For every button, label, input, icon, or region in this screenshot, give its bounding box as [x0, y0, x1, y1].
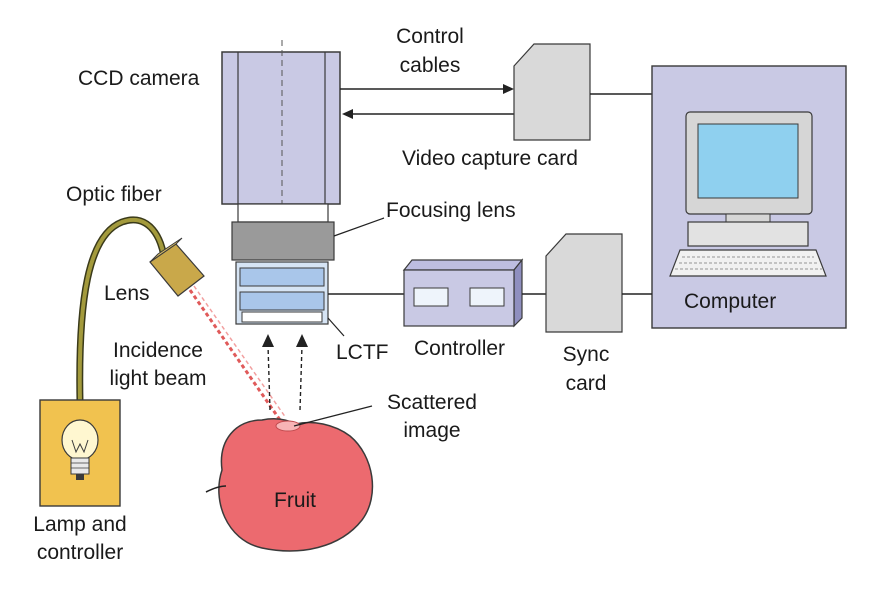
video-capture-card — [513, 43, 652, 141]
fruit-shape — [205, 405, 374, 552]
label-fruit: Fruit — [274, 489, 316, 512]
label-lens: Lens — [104, 282, 150, 305]
label-incidence-line2: light beam — [109, 367, 207, 390]
label-controller: Controller — [414, 337, 506, 360]
label-scattered-line1: Scattered — [387, 391, 477, 414]
fiber-lens — [149, 237, 205, 297]
lctf-leader — [327, 317, 345, 337]
label-incidence-line1: Incidence — [113, 339, 203, 362]
label-scattered-line2: image — [403, 419, 461, 442]
lctf-filter — [235, 261, 329, 325]
label-control-cables-line2: cables — [399, 54, 461, 77]
optic-fiber — [76, 216, 168, 406]
sync-card — [545, 233, 652, 333]
label-lctf: LCTF — [336, 341, 389, 364]
label-control-cables-line1: Control — [396, 25, 464, 48]
camera-neck — [237, 203, 329, 223]
focusing-lens — [231, 221, 335, 261]
incidence-beam — [188, 285, 287, 421]
label-lamp-line1: Lamp and — [33, 513, 127, 536]
label-ccd-camera: CCD camera — [78, 67, 200, 90]
lamp-box — [39, 399, 121, 507]
controller-box — [328, 258, 546, 328]
focusing-lens-leader — [333, 217, 385, 237]
label-lamp-line2: controller — [36, 541, 124, 564]
label-sync-card-line1: Sync — [562, 343, 610, 366]
ccd-camera — [221, 40, 341, 235]
label-video-capture-card: Video capture card — [402, 147, 578, 170]
computer — [651, 65, 847, 329]
scattered-rays — [262, 334, 308, 411]
label-optic-fiber: Optic fiber — [66, 183, 162, 206]
label-focusing-lens: Focusing lens — [386, 199, 516, 222]
label-sync-card-line2: card — [565, 372, 607, 395]
label-computer: Computer — [684, 290, 777, 313]
control-cables — [340, 84, 514, 119]
